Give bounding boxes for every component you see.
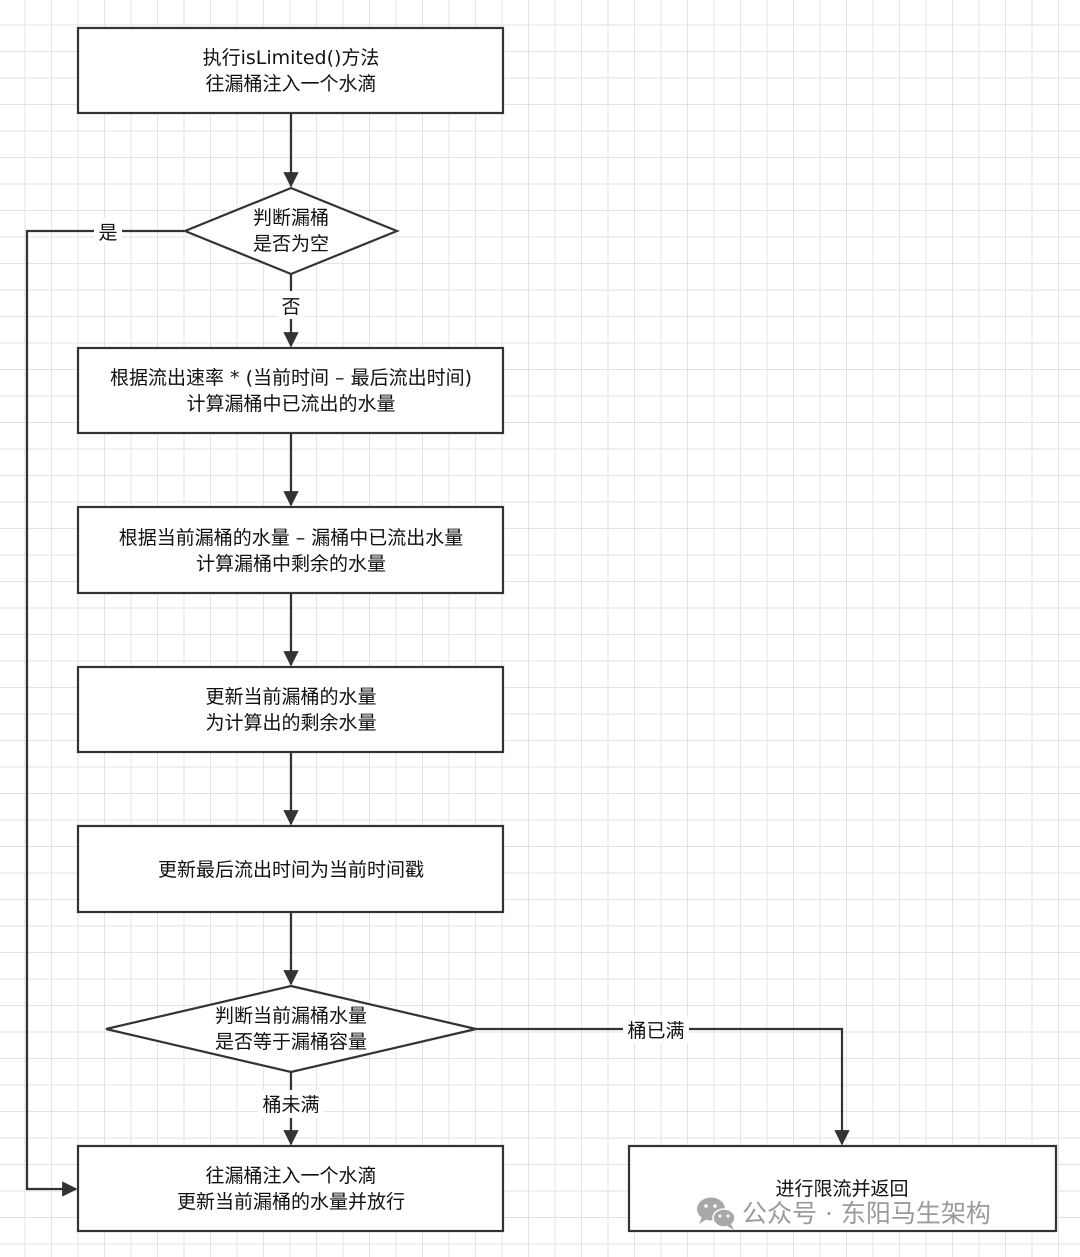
watermark-text: 公众号 · 东阳马生架构 xyxy=(742,1199,991,1228)
node-check-empty-line2: 是否为空 xyxy=(253,233,329,255)
node-calc-outflow-line2: 计算漏桶中已流出的水量 xyxy=(186,393,395,415)
node-update-water: 更新当前漏桶的水量 为计算出的剩余水量 xyxy=(76,665,505,754)
node-inject-start-line2: 往漏桶注入一个水滴 xyxy=(205,73,376,95)
edge-label-full-yes-text: 桶已满 xyxy=(627,1020,684,1042)
node-calc-outflow: 根据流出速率 * (当前时间 – 最后流出时间) 计算漏桶中已流出的水量 xyxy=(76,346,505,435)
node-update-water-line2: 为计算出的剩余水量 xyxy=(205,712,376,734)
edge-label-full-no-text: 桶未满 xyxy=(262,1094,319,1116)
edge-label-empty-yes-text: 是 xyxy=(98,222,117,244)
edge-label-empty-yes: 是 xyxy=(94,218,122,244)
node-limit-line1: 进行限流并返回 xyxy=(775,1178,908,1200)
node-allow-line1: 往漏桶注入一个水滴 xyxy=(205,1165,376,1187)
edge-label-empty-no-text: 否 xyxy=(281,296,300,318)
node-update-water-line1: 更新当前漏桶的水量 xyxy=(205,686,376,708)
edge-check-full-yes xyxy=(476,1027,850,1146)
node-inject-start-line1: 执行isLimited()方法 xyxy=(203,47,380,69)
node-calc-remaining-line1: 根据当前漏桶的水量 – 漏桶中已流出水量 xyxy=(119,527,464,549)
node-calc-remaining-line2: 计算漏桶中剩余的水量 xyxy=(196,553,386,575)
node-allow: 往漏桶注入一个水滴 更新当前漏桶的水量并放行 xyxy=(76,1144,505,1233)
node-inject-start: 执行isLimited()方法 往漏桶注入一个水滴 xyxy=(76,26,505,115)
edge-label-full-no: 桶未满 xyxy=(258,1090,324,1118)
edge-label-full-yes: 桶已满 xyxy=(623,1016,689,1043)
node-calc-remaining: 根据当前漏桶的水量 – 漏桶中已流出水量 计算漏桶中剩余的水量 xyxy=(76,505,505,595)
node-check-full: 判断当前漏桶水量 是否等于漏桶容量 xyxy=(105,984,477,1074)
node-check-empty: 判断漏桶 是否为空 xyxy=(182,186,400,276)
node-update-time: 更新最后流出时间为当前时间戳 xyxy=(76,824,505,914)
watermark: 公众号 · 东阳马生架构 xyxy=(697,1197,991,1230)
wechat-icon xyxy=(697,1197,736,1230)
node-limit: 进行限流并返回 xyxy=(627,1144,1058,1233)
node-calc-outflow-line1: 根据流出速率 * (当前时间 – 最后流出时间) xyxy=(110,367,472,389)
node-check-full-line2: 是否等于漏桶容量 xyxy=(215,1031,367,1053)
node-check-full-line1: 判断当前漏桶水量 xyxy=(215,1005,367,1027)
edge-label-empty-no: 否 xyxy=(277,291,305,319)
node-check-empty-line1: 判断漏桶 xyxy=(253,207,329,229)
node-allow-line2: 更新当前漏桶的水量并放行 xyxy=(177,1191,405,1213)
node-update-time-line1: 更新最后流出时间为当前时间戳 xyxy=(158,859,424,881)
